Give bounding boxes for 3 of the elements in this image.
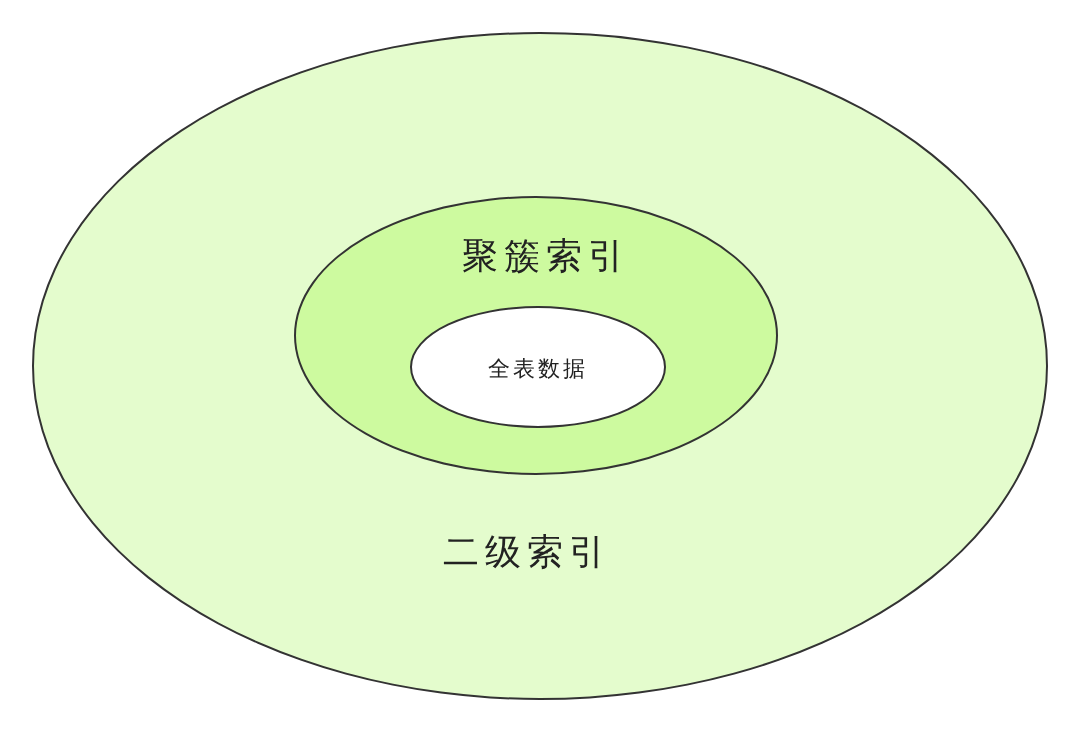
- region-label: 聚簇索引: [462, 233, 630, 278]
- region-label: 二级索引: [443, 529, 611, 574]
- region-label: 全表数据: [488, 355, 588, 383]
